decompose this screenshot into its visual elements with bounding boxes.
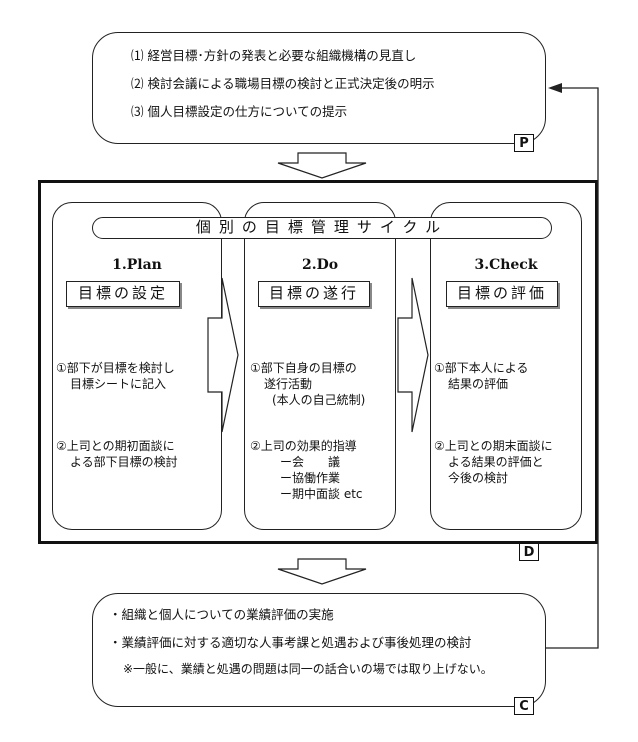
- check-item2: ②上司との期末面談に よる結果の評価と 今後の検討: [434, 439, 553, 485]
- plan-item2: ②上司との期初面談に よる部下目標の検討: [56, 439, 178, 469]
- check-tag: C: [514, 697, 534, 715]
- do-item1: ①部下自身の目標の 遂行活動 (本人の自己統制): [250, 361, 366, 407]
- policy-line-1: ⑴ 経営目標･方針の発表と必要な組織機構の見直し: [131, 48, 417, 63]
- do-title: 2.Do: [301, 257, 339, 273]
- cycle-banner-text: 個別の目標管理サイクル: [195, 218, 449, 236]
- plan-tag: P: [514, 134, 534, 152]
- evaluation-line-3: ※一般に、業績と処遇の問題は同一の話合いの場では取り上げない。: [123, 662, 493, 676]
- check-title: 3.Check: [474, 257, 538, 273]
- check-label: 目標の評価: [446, 281, 558, 307]
- plan-item1: ①部下が目標を検討し 目標シートに記入: [56, 361, 175, 391]
- cycle-banner: 個別の目標管理サイクル: [92, 217, 552, 239]
- policy-line-2: ⑵ 検討会議による職場目標の検討と正式決定後の明示: [131, 76, 435, 91]
- check-column: [430, 202, 582, 530]
- policy-box: ⑴ 経営目標･方針の発表と必要な組織機構の見直し ⑵ 検討会議による職場目標の検…: [92, 32, 546, 144]
- arrow-plan-to-do: [207, 277, 239, 433]
- do-tag: D: [519, 543, 539, 561]
- evaluation-line-2: ・業績評価に対する適切な人事考課と処遇および事後処理の検討: [109, 635, 472, 650]
- plan-phase: 1.Plan 目標の設定 ①部下が目標を検討し 目標シートに記入 ②上司との期初…: [52, 202, 222, 530]
- arrow-do-to-check: [397, 277, 429, 433]
- check-phase: 3.Check 目標の評価 ①部下本人による 結果の評価 ②上司との期末面談に …: [430, 202, 582, 530]
- do-phase: 2.Do 目標の遂行 ①部下自身の目標の 遂行活動 (本人の自己統制) ②上司の…: [244, 202, 396, 530]
- evaluation-box: ・組織と個人についての業績評価の実施 ・業績評価に対する適切な人事考課と処遇およ…: [92, 593, 546, 707]
- plan-title: 1.Plan: [112, 257, 162, 273]
- do-cycle-frame: [38, 180, 598, 544]
- plan-label: 目標の設定: [66, 281, 180, 307]
- policy-line-3: ⑶ 個人目標設定の仕方についての提示: [131, 104, 348, 119]
- do-label: 目標の遂行: [258, 281, 370, 307]
- do-item2: ②上司の効果的指導 ー会 議 ー協働作業 ー期中面談 etc: [250, 439, 363, 501]
- do-column: [244, 202, 396, 530]
- check-item1: ①部下本人による 結果の評価: [434, 361, 529, 391]
- evaluation-line-1: ・組織と個人についての業績評価の実施: [109, 607, 334, 622]
